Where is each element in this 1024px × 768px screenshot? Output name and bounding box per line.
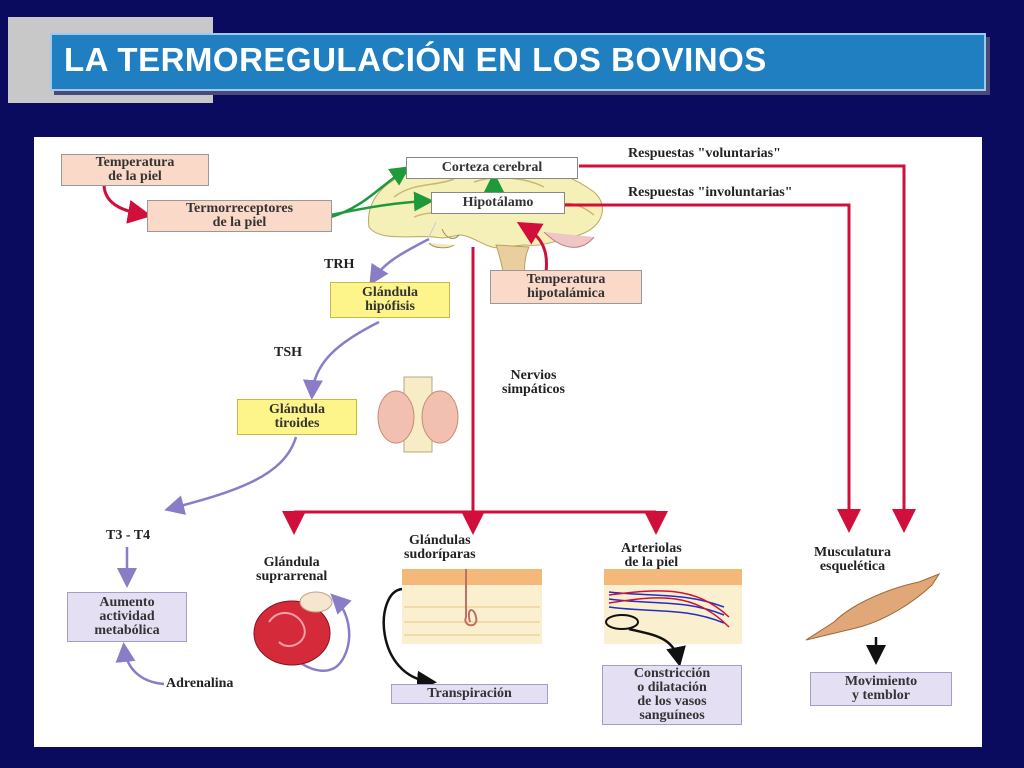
muscle-illustration: [805, 572, 941, 665]
node-hipotalamo: Hipotálamo: [431, 192, 565, 214]
node-termorreceptores-label: Termorreceptores de la piel: [185, 201, 294, 230]
skin-section-sweat: [382, 569, 542, 691]
node-temperatura-hipotalamica: Temperatura hipotalámica: [490, 270, 642, 304]
node-corteza-label: Corteza cerebral: [441, 160, 543, 175]
node-aumento-label: Aumento actividad metabólica: [94, 595, 160, 638]
label-glandula-suprarrenal: Glándula suprarrenal: [256, 555, 328, 584]
label-trh: TRH: [324, 257, 355, 272]
skin-section-arterioles: [604, 569, 742, 667]
node-hipofisis: Glándula hipófisis: [330, 282, 450, 318]
node-constriccion-label: Constricción o dilatación de los vasos s…: [633, 666, 711, 723]
node-temp-hipotalamica-label: Temperatura hipotalámica: [526, 272, 606, 301]
node-transpiracion: Transpiración: [391, 684, 548, 704]
diagram-panel: Temperatura de la piel Termorreceptores …: [34, 137, 982, 747]
node-transpiracion-label: Transpiración: [427, 686, 512, 701]
node-hipofisis-label: Glándula hipófisis: [361, 285, 419, 314]
page-title: LA TERMOREGULACIÓN EN LOS BOVINOS: [64, 41, 767, 78]
node-tiroides-label: Glándula tiroides: [268, 402, 326, 431]
label-nervios-simpaticos: Nervios simpáticos: [502, 368, 565, 397]
label-musculatura: Musculatura esquelética: [814, 545, 891, 574]
label-glandulas-sudoriparas: Glándulas sudoríparas: [404, 533, 476, 562]
purple-arrows: [115, 237, 430, 686]
label-tsh: TSH: [274, 345, 303, 360]
label-arteriolas: Arteriolas de la piel: [621, 541, 682, 570]
node-temperatura-piel: Temperatura de la piel: [61, 154, 209, 186]
node-movimiento: Movimiento y temblor: [810, 672, 952, 706]
node-aumento-actividad: Aumento actividad metabólica: [67, 592, 187, 642]
node-constriccion: Constricción o dilatación de los vasos s…: [602, 665, 742, 725]
label-respuestas-involuntarias: Respuestas "involuntarias": [628, 185, 793, 200]
node-temperatura-piel-label: Temperatura de la piel: [95, 155, 175, 184]
node-tiroides: Glándula tiroides: [237, 399, 357, 435]
label-respuestas-voluntarias: Respuestas "voluntarias": [628, 146, 781, 161]
node-corteza-cerebral: Corteza cerebral: [406, 157, 578, 179]
label-adrenalina: Adrenalina: [166, 676, 234, 691]
node-movimiento-label: Movimiento y temblor: [844, 674, 918, 703]
adrenal-illustration: [253, 591, 333, 666]
thyroid-illustration: [377, 376, 459, 453]
label-t3-t4: T3 - T4: [106, 528, 151, 543]
red-arrows: [102, 164, 916, 535]
node-hipotalamo-label: Hipotálamo: [462, 195, 534, 210]
title-bar: LA TERMOREGULACIÓN EN LOS BOVINOS: [50, 33, 986, 91]
green-arrows: [330, 166, 504, 219]
node-termorreceptores: Termorreceptores de la piel: [147, 200, 332, 232]
